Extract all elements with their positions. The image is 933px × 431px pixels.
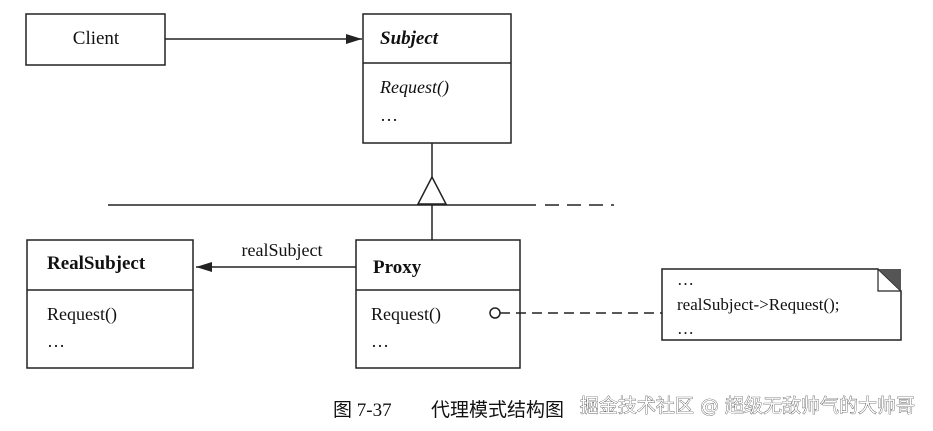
real-subject-class: RealSubject Request() … [26, 239, 194, 369]
figure-number: 图 7-37 [333, 400, 392, 421]
client-class-name: Client [73, 28, 120, 49]
subject-class: Subject Request() … [362, 13, 512, 144]
proxy-more: … [371, 331, 389, 351]
note-line-2: realSubject->Request(); [677, 295, 840, 314]
note-line-1: … [677, 270, 694, 289]
code-note: … realSubject->Request(); … [661, 268, 902, 341]
subject-class-name: Subject [380, 28, 439, 49]
figure-title: 代理模式结构图 [431, 399, 564, 421]
association-label: realSubject [242, 240, 323, 260]
real-subject-method: Request() [47, 304, 117, 325]
note-anchor-circle [489, 307, 501, 319]
note-folded-corner [878, 269, 901, 291]
note-line-3: … [677, 319, 694, 338]
inheritance-triangle [416, 175, 448, 205]
real-subject-class-name: RealSubject [47, 253, 146, 274]
subject-more: … [380, 105, 398, 125]
subject-method: Request() [379, 77, 449, 98]
watermark: 掘金技术社区 @ 超级无敌帅气的大帅哥 [580, 395, 915, 417]
real-subject-more: … [47, 331, 65, 351]
client-class: Client [25, 13, 166, 66]
proxy-class: Proxy Request() … [355, 239, 521, 369]
proxy-method: Request() [371, 304, 441, 325]
inheritance-generalization [416, 143, 448, 240]
proxy-class-name: Proxy [373, 257, 422, 278]
